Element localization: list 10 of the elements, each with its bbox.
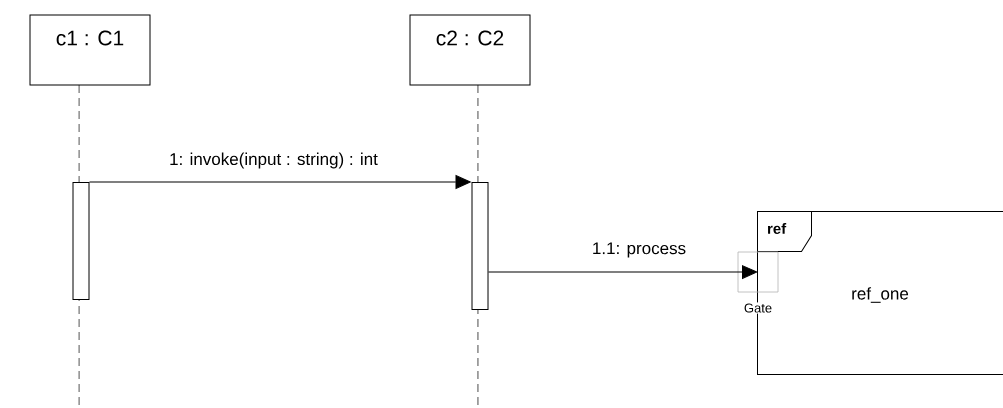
gate-box xyxy=(737,251,779,293)
gate-label: Gate xyxy=(742,302,774,314)
message-label: 1.1: process xyxy=(590,241,688,259)
message-arrow xyxy=(89,175,471,189)
lifeline-head: c2 : C2 xyxy=(409,14,531,86)
message-label: 1: invoke(input : string) : int xyxy=(168,151,379,170)
activation-bar xyxy=(471,182,489,310)
message-arrow xyxy=(488,265,758,279)
activation-bar xyxy=(72,182,90,300)
lifeline-head: c1 : C1 xyxy=(29,14,151,86)
